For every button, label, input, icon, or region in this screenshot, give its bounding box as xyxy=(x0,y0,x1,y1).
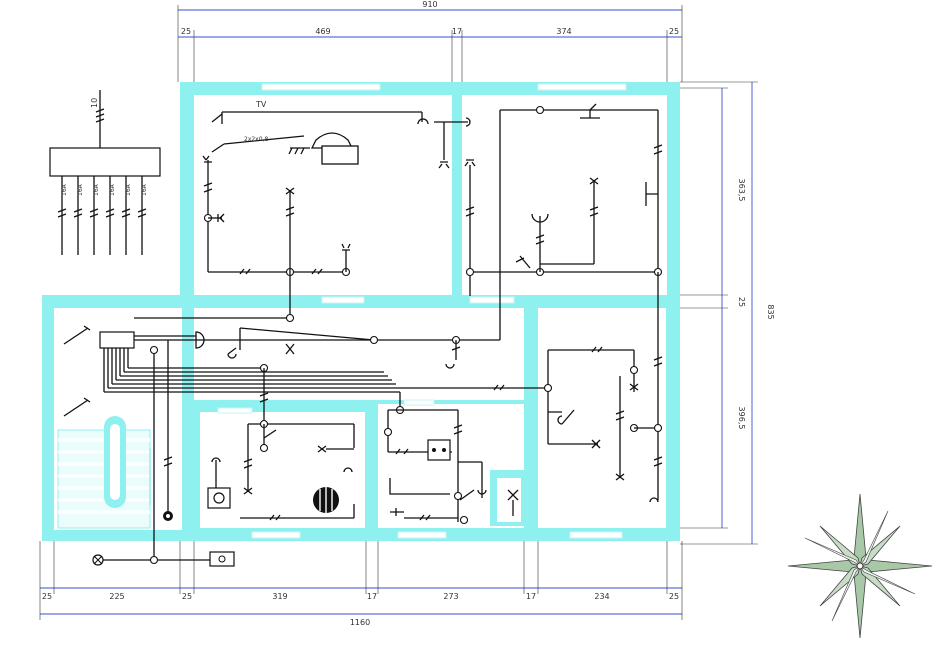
wiring-corridor xyxy=(63,313,548,560)
dim-bottom-seg-7: 17 xyxy=(526,592,536,601)
dim-right-seg-1: 363,5 xyxy=(737,179,746,202)
circuit-label-5: 16A xyxy=(125,183,132,196)
dimensions-right xyxy=(680,81,758,545)
dim-right-seg-3: 396,5 xyxy=(737,407,746,430)
tv-label: TV xyxy=(255,100,267,109)
dimensions-bottom xyxy=(39,541,683,620)
dim-right-total: 835 xyxy=(766,304,775,319)
distribution-board-icon xyxy=(49,90,161,255)
circuit-label-1: 16A xyxy=(61,183,68,196)
staircase xyxy=(57,416,151,529)
telephone-icon xyxy=(310,132,359,165)
dim-bottom-seg-1: 25 xyxy=(42,592,52,601)
dim-top-seg-5: 25 xyxy=(669,27,679,36)
wiring-upper-right-room xyxy=(464,103,663,340)
wiring-lower-left-room xyxy=(207,419,355,521)
wiring-bathroom xyxy=(383,409,519,525)
panel-label: 10 xyxy=(90,98,99,108)
dim-bottom-seg-5: 17 xyxy=(367,592,377,601)
circuit-label-3: 16A xyxy=(93,183,100,196)
windows xyxy=(217,83,627,539)
dim-right-seg-2: 25 xyxy=(737,297,746,307)
dim-top-seg-1: 25 xyxy=(181,27,191,36)
dim-top-total: 910 xyxy=(422,0,437,9)
circuit-label-4: 16A xyxy=(109,183,116,196)
dim-bottom-seg-2: 225 xyxy=(109,592,124,601)
dim-top-seg-3: 17 xyxy=(452,27,462,36)
wiring-lower-right-room xyxy=(543,272,663,503)
dim-bottom-total: 1160 xyxy=(350,618,370,627)
wiring-upper-left-room xyxy=(202,111,471,318)
dim-bottom-seg-3: 25 xyxy=(182,592,192,601)
circuit-label-6: 16A xyxy=(141,183,148,196)
circuit-label-2: 16A xyxy=(77,183,84,196)
dim-bottom-seg-4: 319 xyxy=(272,592,287,601)
phone-cable-label: 2x2x0,8 xyxy=(244,136,268,143)
dim-bottom-seg-8: 234 xyxy=(594,592,609,601)
dimensions-top xyxy=(177,5,683,82)
dim-bottom-seg-6: 273 xyxy=(443,592,458,601)
dim-top-seg-2: 469 xyxy=(315,27,330,36)
wiring-exterior xyxy=(92,551,235,567)
compass-rose-icon xyxy=(787,493,933,639)
dim-top-seg-4: 374 xyxy=(556,27,571,36)
dim-bottom-seg-9: 25 xyxy=(669,592,679,601)
